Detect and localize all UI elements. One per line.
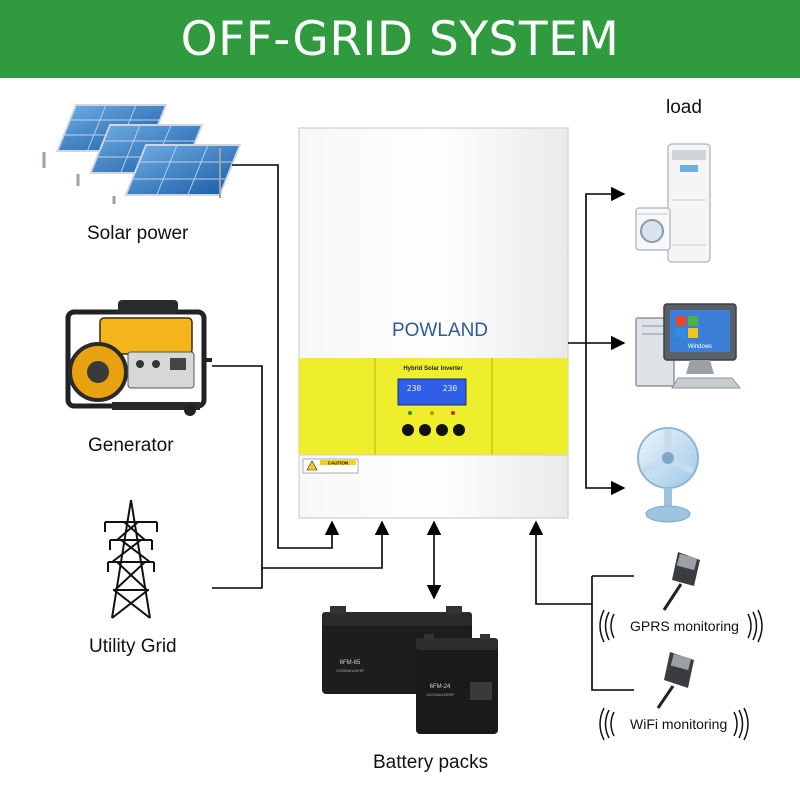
utility-tower-icon [104,499,158,619]
inverter-panel-title: Hybrid Solar Inverter [403,366,463,372]
battery-small-model: 6FM-24 [430,684,451,690]
battery-packs-label: Battery packs [373,752,489,773]
battery-small-icon [416,634,498,734]
computer-icon [635,303,742,389]
connection-lines [212,164,634,691]
generator-label: Generator [88,435,174,456]
title-banner: OFF-GRID SYSTEM [0,0,800,78]
battery-large-model: 6FM-65 [340,660,361,666]
gprs-monitoring-label: GPRS monitoring [630,618,739,634]
inverter-display-reading-1: 230 [407,384,422,393]
solar-panel-icon [42,104,242,204]
air-conditioner-icon [667,143,711,263]
load-label: load [666,97,702,118]
solar-power-label: Solar power [87,223,189,244]
inverter-caution-label: CAUTION [328,461,349,466]
utility-grid-label: Utility Grid [89,636,177,657]
generator-icon [65,300,212,416]
signal-waves-icon [599,609,763,741]
computer-screen-text: Windows [688,344,712,350]
inverter-display-reading-2: 230 [443,384,458,393]
gprs-module-icon [662,552,700,611]
inverter-unit [298,127,569,519]
page-title: OFF-GRID SYSTEM [180,11,620,67]
battery-small-sub: 12V24Ah/20HR [426,692,454,697]
fan-icon [637,427,699,523]
wifi-monitoring-label: WiFi monitoring [630,716,728,732]
washing-machine-icon [635,207,671,251]
wifi-module-icon [656,652,694,709]
inverter-brand-label: POWLAND [392,320,488,341]
battery-large-sub: 12V65Ah/20HR [336,668,364,673]
